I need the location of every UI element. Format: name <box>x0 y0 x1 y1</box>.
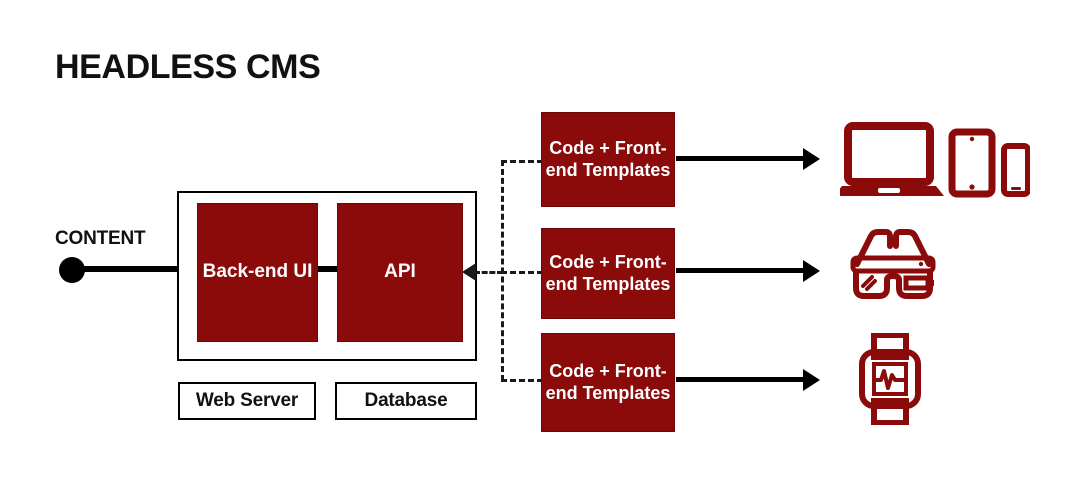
arrow-to-screens-head-icon <box>803 148 820 170</box>
code-templates-label-3: Code + Front-end Templates <box>545 361 671 403</box>
arrow-to-screens-line <box>676 156 804 161</box>
connector-backend-to-api <box>314 266 342 272</box>
backend-ui-label: Back-end UI <box>202 261 313 283</box>
dashed-branch-to-code-box-3 <box>501 379 543 382</box>
output-device-glasses <box>845 228 941 308</box>
smartwatch-icon <box>859 333 921 425</box>
api-inbound-arrowhead-icon <box>462 263 476 281</box>
output-devices-screens <box>840 122 1030 202</box>
database-label: Database <box>364 390 448 411</box>
arrow-to-watch-head-icon <box>803 369 820 391</box>
output-device-watch <box>852 333 928 425</box>
dashed-branch-to-api <box>474 271 503 274</box>
arrow-to-watch-line <box>676 377 804 382</box>
dashed-bus-vertical <box>501 160 504 381</box>
connector-content-to-cms <box>80 266 199 272</box>
phone-icon <box>1001 143 1030 197</box>
content-source-label: CONTENT <box>55 228 146 249</box>
arrow-to-glasses-head-icon <box>803 260 820 282</box>
code-templates-box-1[interactable]: Code + Front-end Templates <box>541 112 675 207</box>
database-box[interactable]: Database <box>335 382 477 420</box>
laptop-icon <box>840 122 944 196</box>
web-server-box[interactable]: Web Server <box>178 382 316 420</box>
smart-glasses-icon <box>850 229 936 299</box>
code-templates-box-3[interactable]: Code + Front-end Templates <box>541 333 675 432</box>
code-templates-label-2: Code + Front-end Templates <box>545 252 671 294</box>
tablet-icon <box>948 128 996 198</box>
dashed-branch-to-code-box-2 <box>501 271 543 274</box>
code-templates-label-1: Code + Front-end Templates <box>545 138 671 180</box>
code-templates-box-2[interactable]: Code + Front-end Templates <box>541 228 675 319</box>
api-box[interactable]: API <box>337 203 463 342</box>
arrow-to-glasses-line <box>676 268 804 273</box>
dashed-branch-to-code-box-1 <box>501 160 543 163</box>
screens-icon-group <box>840 122 1030 198</box>
web-server-label: Web Server <box>195 390 299 411</box>
backend-ui-box[interactable]: Back-end UI <box>197 203 318 342</box>
page-title: HEADLESS CMS <box>55 48 321 86</box>
api-label: API <box>384 261 416 283</box>
